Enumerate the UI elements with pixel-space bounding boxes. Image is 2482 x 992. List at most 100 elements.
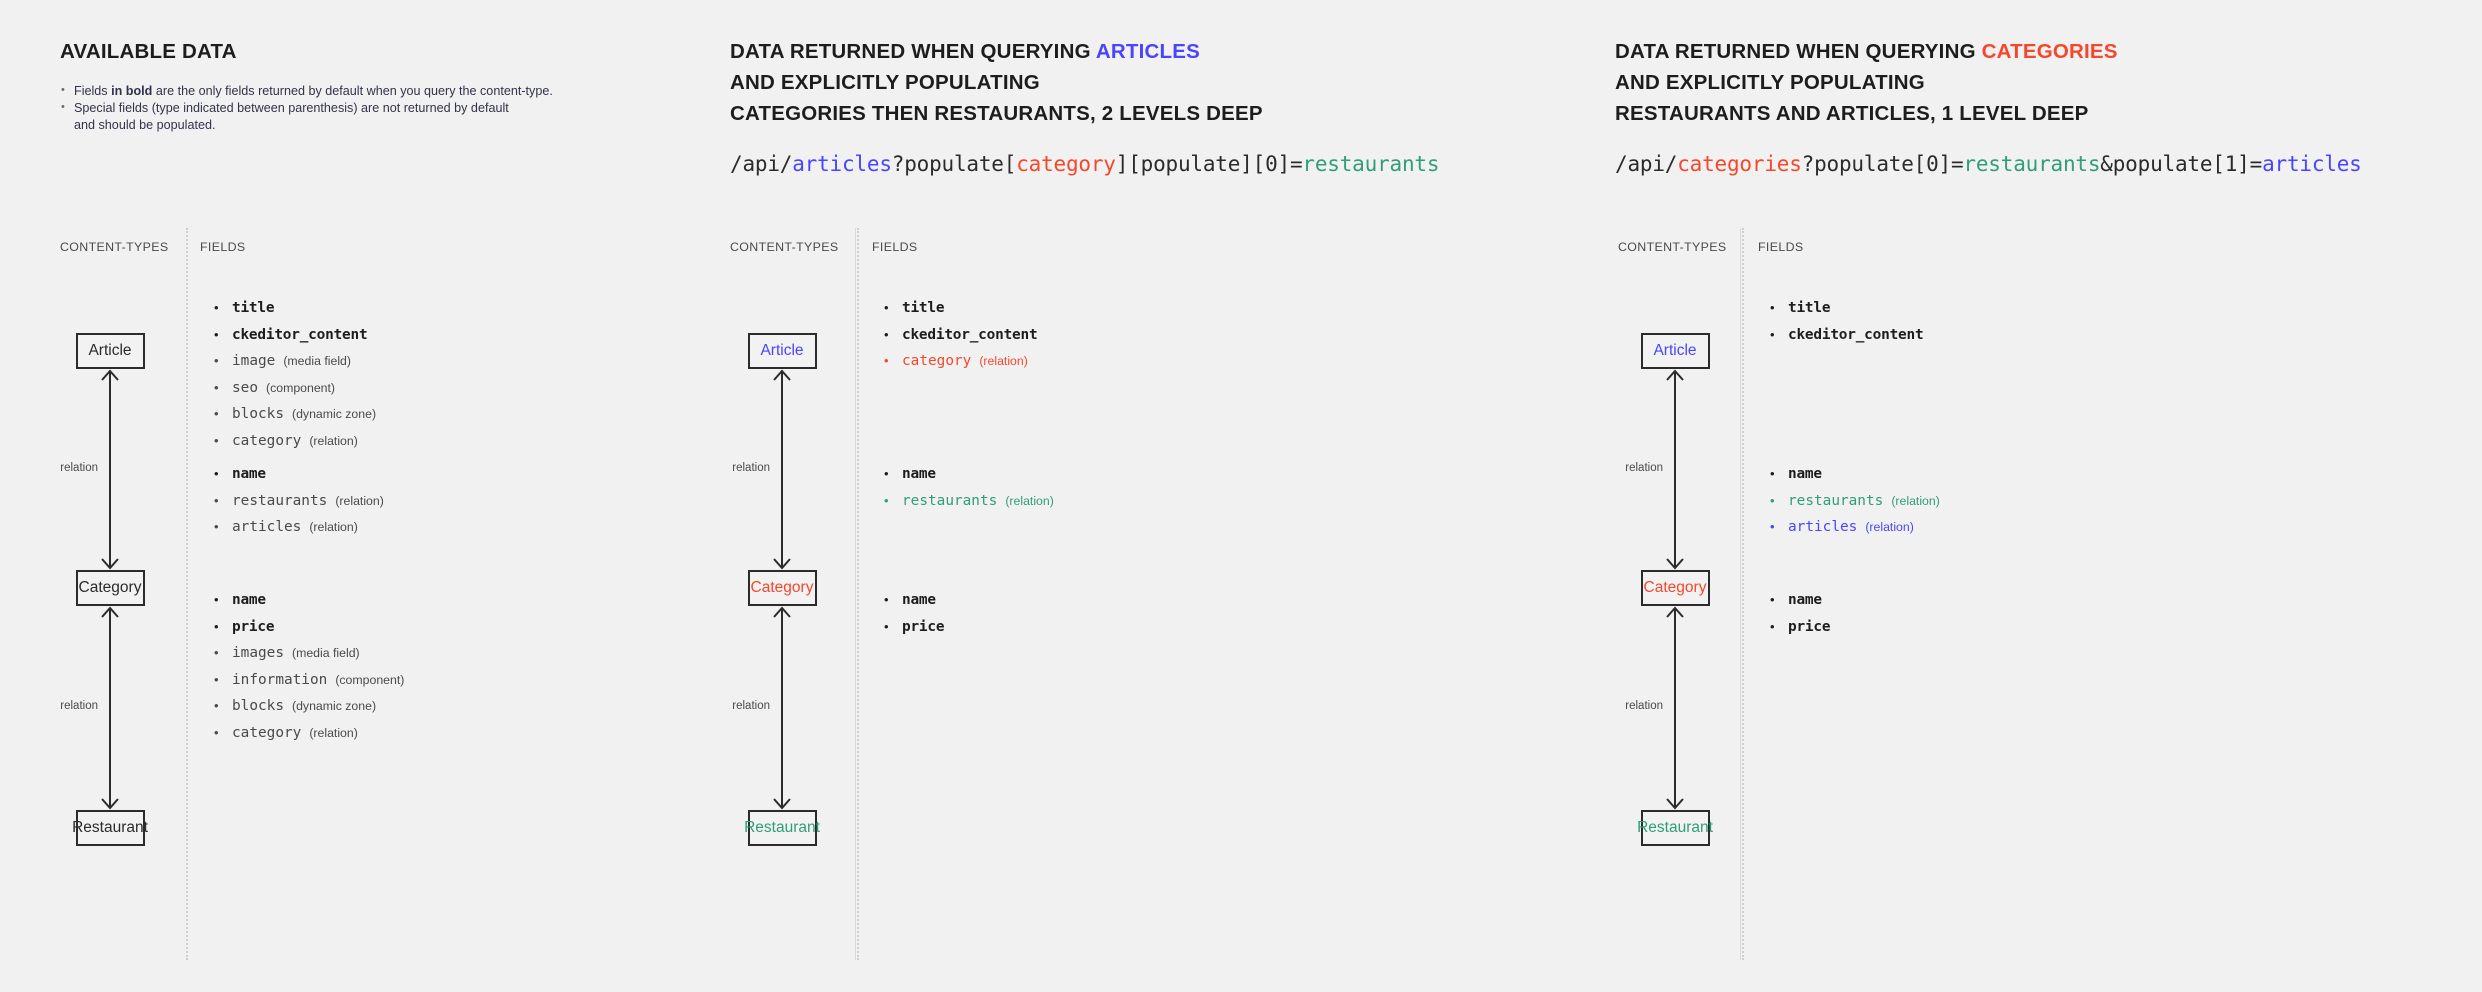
panel-header: AVAILABLE DATA Fields in bold are the onl… [60,36,790,134]
field-row: ckeditor_content [212,322,376,349]
field-name: seo [232,379,258,396]
field-list-article: titleckeditor_contentimage(media field)s… [212,295,376,455]
field-type-annotation: (component) [335,672,405,687]
title-segment: RESTAURANTS AND ARTICLES, 1 LEVEL DEEP [1615,102,2089,125]
legend-bullet-item: Fields in bold are the only fields retur… [60,82,790,100]
field-row: information (component) [212,667,404,694]
field-name: category [232,432,302,449]
legend-bullet-item: and should be populated. [74,118,216,132]
column-label-content-types: CONTENT-TYPES [730,240,839,254]
field-type-annotation: (relation) [309,520,358,535]
dotted-column-divider [186,228,188,960]
field-type-annotation: (relation) [1005,493,1054,508]
field-type-annotation: (relation) [309,725,358,740]
column-label-fields: FIELDS [1758,240,1804,254]
field-row: name [212,461,384,488]
field-name: title [902,300,945,316]
content-type-box-article[interactable]: Article [747,333,817,369]
field-type-annotation: (relation) [335,493,384,508]
panel-title-line: CATEGORIES THEN RESTAURANTS, 2 LEVELS DE… [730,98,1615,129]
panel-separator-1 [855,228,856,960]
endpoint-segment: restaurants [1963,152,2101,176]
field-row: name [882,587,944,614]
field-name: articles [1788,519,1858,536]
api-endpoint: /api/categories?populate[0]=restaurants&… [1615,150,2482,178]
dotted-column-divider [857,228,859,960]
field-name: articles [232,519,302,536]
field-type-annotation: (component) [266,380,336,395]
endpoint-segment: /api/ [730,152,793,176]
field-list-restaurant: name price [1768,587,1831,640]
field-row: blocks(dynamic zone) [212,693,404,720]
field-name: blocks [232,406,284,423]
api-endpoint: /api/articles?populate[category][populat… [730,150,1615,178]
field-row: seo (component) [212,375,376,402]
panel-title-line: AND EXPLICITLY POPULATING [730,67,1615,98]
field-row: ckeditor_content [1768,322,1924,349]
panel-title-line: DATA RETURNED WHEN QUERYING CATEGORIES [1615,36,2482,67]
field-name: information [232,671,328,688]
field-row: blocks (dynamic zone) [212,401,376,428]
field-type-annotation: (relation) [1865,520,1914,535]
field-name: name [1788,466,1822,482]
title-segment: CATEGORIES [1981,40,2118,63]
column-label-content-types: CONTENT-TYPES [60,240,169,254]
field-row: price [882,614,945,641]
relation-arrow [1666,606,1684,810]
field-name: restaurants [1788,492,1884,509]
field-name: restaurants [232,492,328,509]
content-type-box-article[interactable]: Article [75,333,145,369]
field-name: price [1788,618,1831,635]
relation-arrow [1666,369,1684,570]
field-name: blocks [232,698,284,715]
panel-title-line: AVAILABLE DATA [60,36,790,67]
content-type-box-category[interactable]: Category [75,570,145,606]
field-list-article: titleckeditor_contentcategory(relation) [882,295,1038,375]
content-type-box-category[interactable]: Category [747,570,817,606]
field-row: restaurants (relation) [882,488,1054,515]
field-row: restaurants (relation) [212,488,384,515]
relation-edge-label: relation [732,700,770,712]
field-row: images(media field) [212,640,404,667]
field-type-annotation: (media field) [291,646,360,661]
content-type-box-article[interactable]: Article [1640,333,1710,369]
field-name: ckeditor_content [1788,326,1924,343]
content-type-box-restaurant[interactable]: Restaurant [72,810,148,846]
field-name: restaurants [902,492,998,509]
field-name: name [232,592,266,608]
relation-arrow [773,369,791,570]
field-row: title [1768,295,1923,322]
field-row: name [882,461,1054,488]
content-type-box-restaurant[interactable]: Restaurant [1637,810,1713,846]
field-name: image [232,353,276,370]
field-name: category [232,724,302,741]
field-name: name [902,592,936,608]
content-type-box-restaurant[interactable]: Restaurant [744,810,820,846]
field-row: category (relation) [212,720,404,747]
title-segment: AVAILABLE DATA [60,40,237,63]
relation-edge-label: relation [1625,700,1663,712]
field-list-article: title ckeditor_content [1768,295,1924,349]
field-type-annotation: (dynamic zone) [291,407,377,422]
field-row: articles (relation) [212,514,384,541]
panel-separator-2 [1740,228,1741,960]
legend-bullets: Fields in bold are the only fields retur… [60,82,790,134]
field-name: category [902,353,972,370]
field-row: price [212,614,404,641]
field-name: ckeditor_content [232,326,368,343]
field-row: category(relation) [212,428,376,455]
field-name: title [232,300,275,316]
endpoint-segment: categories [1677,152,1802,176]
endpoint-segment: restaurants [1302,152,1440,176]
title-segment: ARTICLES [1095,40,1200,63]
title-segment: AND EXPLICITLY POPULATING [1615,71,1925,94]
field-row: image(media field) [212,348,376,375]
field-name: ckeditor_content [902,326,1038,343]
dotted-column-divider [1742,228,1744,960]
field-name: title [1788,300,1831,316]
legend-bold: in bold [111,84,153,98]
field-row: name [1768,587,1830,614]
content-type-box-category[interactable]: Category [1640,570,1710,606]
field-list-category: name restaurants (relation) [882,461,1054,514]
